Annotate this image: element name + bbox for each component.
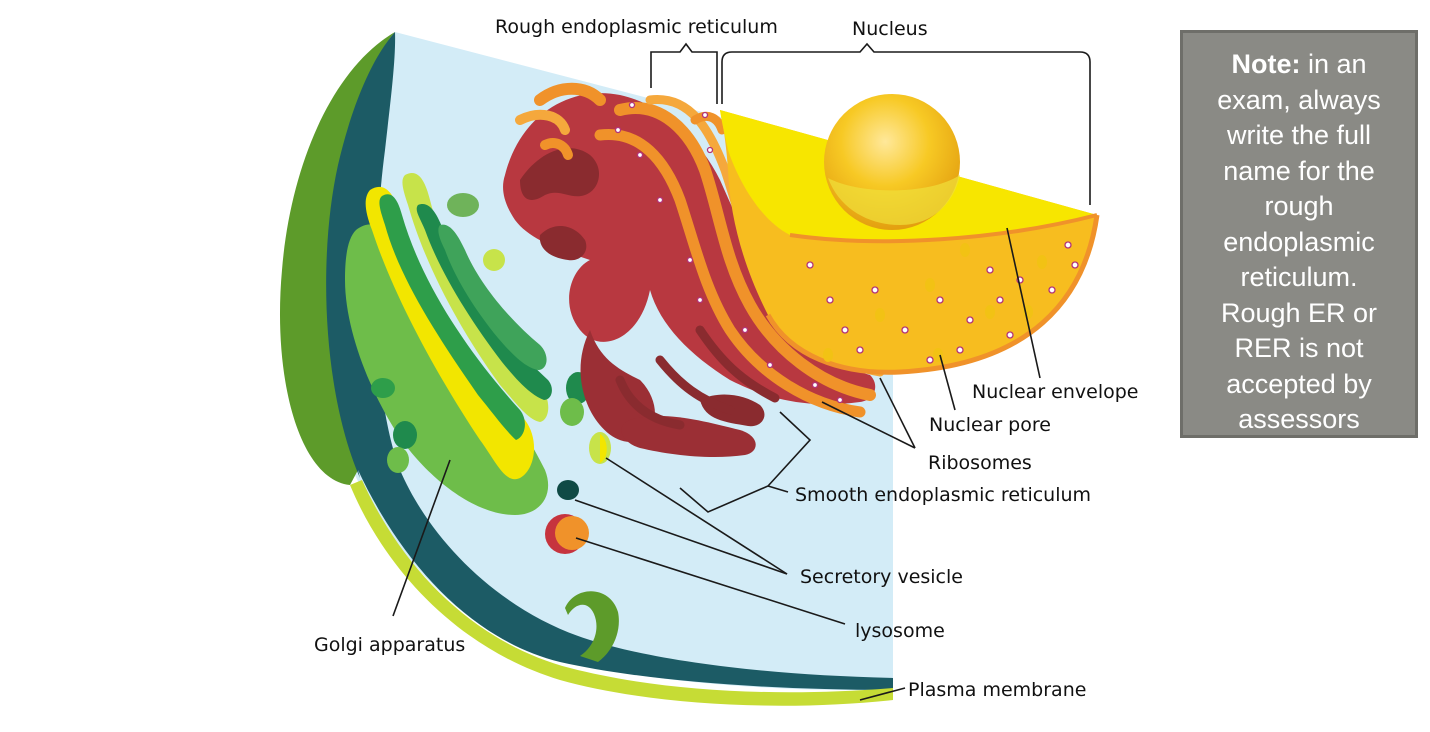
label-nuclear-envelope: Nuclear envelope <box>972 381 1138 403</box>
label-lysosome: lysosome <box>855 620 945 642</box>
label-nuclear-pore: Nuclear pore <box>929 414 1051 436</box>
label-ribosomes: Ribosomes <box>928 452 1032 474</box>
label-plasma-membrane: Plasma membrane <box>908 679 1086 701</box>
cell-wall-outer <box>279 32 395 485</box>
nuclear-pores <box>823 243 1047 362</box>
nucleus <box>720 94 1100 375</box>
label-smooth-er: Smooth endoplasmic reticulum <box>795 484 1091 506</box>
ribosomes <box>614 101 1079 404</box>
smooth-er <box>615 325 780 430</box>
label-golgi: Golgi apparatus <box>314 634 465 656</box>
membrane-invagination <box>565 591 619 662</box>
lysosome <box>545 514 589 554</box>
leader-lines <box>392 42 1091 701</box>
label-rough-er: Rough endoplasmic reticulum <box>495 16 778 38</box>
nuclear-envelope <box>765 214 1100 375</box>
cell-wall-inner <box>326 32 893 690</box>
exam-note-box: Note: in an exam, always write the full … <box>1180 30 1418 438</box>
golgi-apparatus <box>345 172 590 516</box>
label-nucleus: Nucleus <box>852 18 928 40</box>
note-heading: Note: <box>1231 49 1301 79</box>
note-body: in an exam, always write the full name f… <box>1217 49 1381 434</box>
label-secretory-vesicle: Secretory vesicle <box>800 566 963 588</box>
secretory-vesicles <box>557 432 611 500</box>
